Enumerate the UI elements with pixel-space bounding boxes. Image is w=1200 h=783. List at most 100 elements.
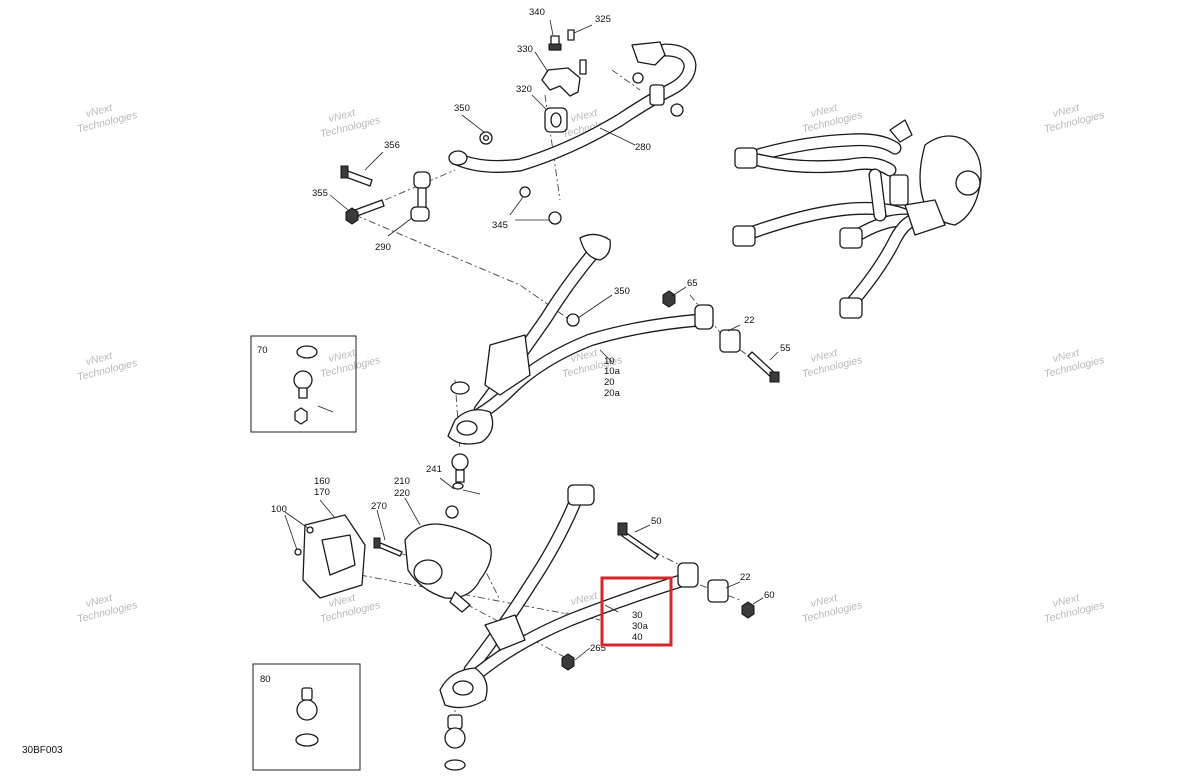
bar-end-eye	[448, 150, 468, 166]
part-label[interactable]: 290	[375, 242, 391, 253]
assembly-line	[439, 589, 571, 661]
arm-pivot	[694, 304, 714, 330]
nut	[294, 407, 308, 425]
part-label[interactable]: 355	[312, 188, 328, 199]
bushing-bore	[550, 112, 562, 128]
part-label[interactable]: 270	[371, 501, 387, 512]
hub-bore	[955, 170, 981, 196]
cotter-pin	[462, 489, 481, 495]
nut	[566, 313, 580, 327]
part-label[interactable]: 350	[614, 286, 630, 297]
part-label[interactable]: 210	[394, 476, 410, 487]
knuckle-group	[294, 505, 492, 613]
cotter-pin	[317, 405, 334, 413]
nut	[662, 290, 676, 308]
part-label[interactable]: 280	[635, 142, 651, 153]
bolt-head	[340, 165, 349, 179]
detail-box-70	[250, 335, 357, 433]
retaining-ring	[295, 733, 319, 747]
part-label[interactable]: 22	[740, 572, 751, 583]
assembly-lines	[354, 69, 771, 740]
bushing	[839, 297, 863, 319]
assembly-line	[354, 214, 571, 321]
screw	[294, 548, 302, 556]
bolt-head	[769, 371, 780, 383]
assembly-line	[359, 574, 601, 621]
assembly-line	[384, 169, 456, 201]
nut	[632, 72, 644, 84]
assembled-suspension-view	[732, 119, 982, 319]
part-label[interactable]: 345	[492, 220, 508, 231]
part-label[interactable]: 170	[314, 487, 330, 498]
part-label[interactable]: 60	[764, 590, 775, 601]
part-label[interactable]: 30	[632, 610, 643, 621]
bolt-head	[617, 522, 628, 536]
bushing	[732, 225, 756, 247]
bushing	[734, 147, 758, 169]
part-label[interactable]: 50	[651, 516, 662, 527]
lower-a-arm	[439, 484, 755, 771]
part-label[interactable]: 40	[632, 632, 643, 643]
part-label[interactable]: 265	[590, 643, 606, 654]
part-label[interactable]: 340	[529, 7, 545, 18]
bushing	[719, 329, 741, 353]
part-label[interactable]: 220	[394, 488, 410, 499]
bar-bracket	[631, 41, 666, 66]
diagram-code: 30BF003	[22, 745, 63, 756]
knuckle	[404, 523, 492, 599]
ball-joint	[451, 453, 469, 471]
part-label[interactable]: 241	[426, 464, 442, 475]
bolt-head	[548, 43, 562, 51]
part-label[interactable]: 160	[314, 476, 330, 487]
link-rod	[417, 187, 427, 209]
bushing	[839, 227, 863, 249]
part-label[interactable]: 10	[604, 356, 615, 367]
part-label[interactable]: 65	[687, 278, 698, 289]
part-label[interactable]: 325	[595, 14, 611, 25]
nut	[741, 601, 755, 619]
part-label[interactable]: 100	[271, 504, 287, 515]
ball-joint	[444, 727, 466, 749]
part-labels: 340 325 330 320 350 280 356 355 290 345 …	[22, 7, 791, 756]
ball-joint	[296, 699, 318, 721]
part-label[interactable]: 22	[744, 315, 755, 326]
hub-bore	[413, 559, 443, 585]
washer	[452, 482, 464, 490]
part-label[interactable]: 10a	[604, 366, 621, 377]
part-label[interactable]: 350	[454, 103, 470, 114]
part-label[interactable]: 20	[604, 377, 615, 388]
part-label[interactable]: 80	[260, 674, 271, 685]
part-label[interactable]: 20a	[604, 388, 621, 399]
retaining-ring	[296, 345, 318, 359]
arm-pivot	[567, 484, 595, 506]
assembly-line	[611, 69, 641, 91]
part-label[interactable]: 320	[516, 84, 532, 95]
arm-gusset	[484, 334, 531, 396]
knuckle-arm	[904, 199, 946, 236]
retaining-ring	[450, 381, 470, 395]
bolt	[354, 199, 385, 217]
screw	[567, 29, 575, 41]
arm-pivot	[579, 233, 611, 261]
part-label[interactable]: 30a	[632, 621, 649, 632]
bushing	[707, 579, 729, 603]
part-label[interactable]: 356	[384, 140, 400, 151]
nut	[548, 211, 562, 225]
bolt-head	[373, 537, 381, 549]
part-label[interactable]: 70	[257, 345, 268, 356]
part-label[interactable]: 330	[517, 44, 533, 55]
bushing	[649, 84, 665, 106]
part-label[interactable]: 55	[780, 343, 791, 354]
link-upper-end	[413, 171, 431, 189]
